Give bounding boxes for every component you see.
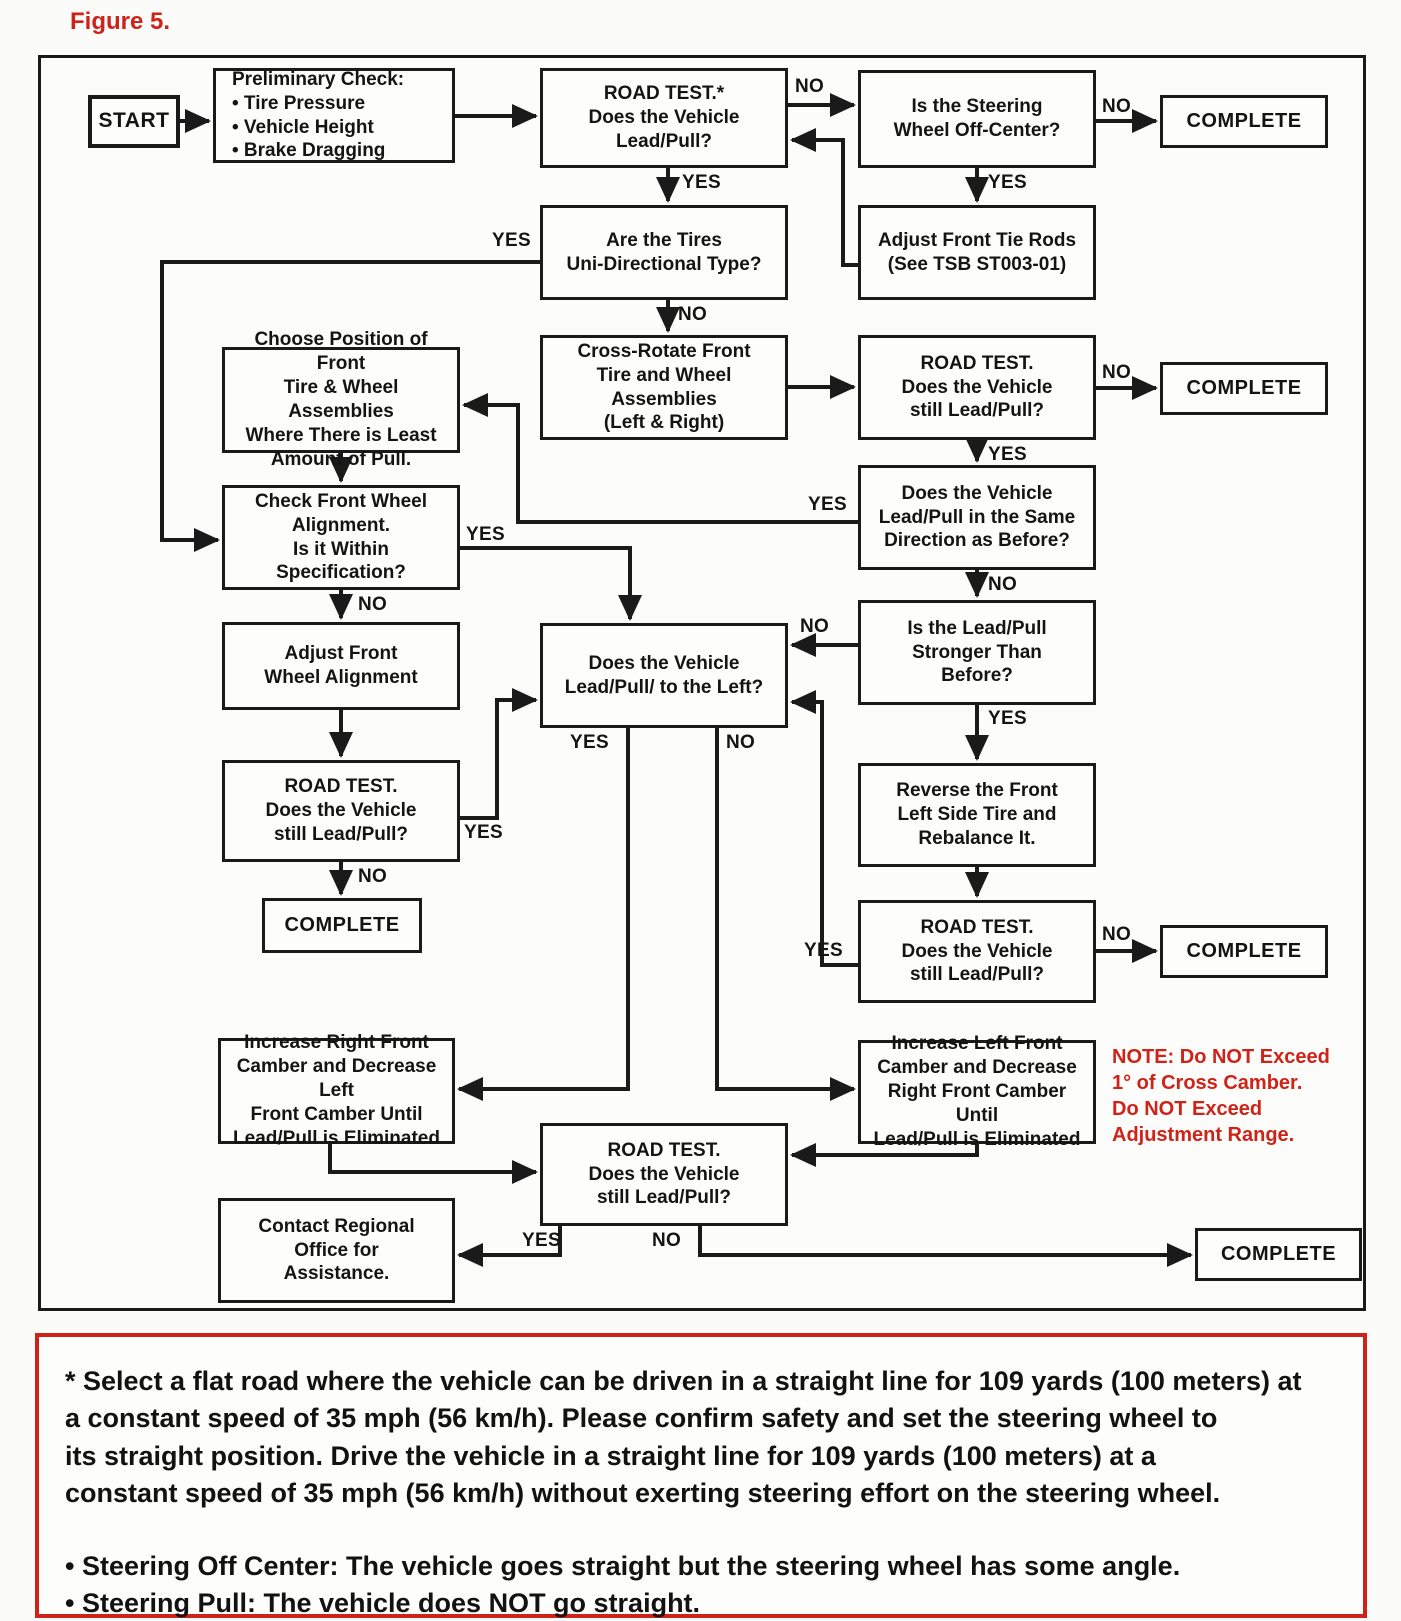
node-road-test-4: ROAD TEST. Does the Vehicle still Lead/P… xyxy=(858,900,1096,1003)
node-stronger-than-before: Is the Lead/Pull Stronger Than Before? xyxy=(858,600,1096,705)
cross-camber-note: NOTE: Do NOT Exceed 1° of Cross Camber. … xyxy=(1112,1046,1330,1146)
edge-label-no: NO xyxy=(726,732,756,753)
node-road-test-2: ROAD TEST. Does the Vehicle still Lead/P… xyxy=(858,335,1096,440)
definitions-list: • Steering Off Center: The vehicle goes … xyxy=(65,1548,1337,1621)
edge-label-yes: YES xyxy=(808,494,847,515)
node-road-test-5: ROAD TEST. Does the Vehicle still Lead/P… xyxy=(540,1123,788,1226)
node-increase-left-camber: Increase Left Front Camber and Decrease … xyxy=(858,1033,1096,1150)
node-complete-1: COMPLETE xyxy=(1160,95,1328,148)
edge-label-no: NO xyxy=(1102,924,1132,945)
edge-label-yes: YES xyxy=(804,940,843,961)
node-same-direction: Does the Vehicle Lead/Pull in the Same D… xyxy=(858,465,1096,570)
edge-label-yes: YES xyxy=(988,708,1027,729)
node-increase-right-camber: Increase Right Front Camber and Decrease… xyxy=(218,1032,455,1149)
node-complete-5: COMPLETE xyxy=(1195,1228,1362,1281)
node-road-test-3: ROAD TEST. Does the Vehicle still Lead/P… xyxy=(222,760,460,862)
edge-label-no: NO xyxy=(358,594,388,615)
edge-label-no: NO xyxy=(652,1230,682,1251)
edge-label-no: NO xyxy=(1102,362,1132,383)
node-contact-regional-office: Contact Regional Office for Assistance. xyxy=(218,1198,455,1303)
edge-label-no: NO xyxy=(800,616,830,637)
edge-label-yes: YES xyxy=(466,524,505,545)
node-choose-position: Choose Position of Front Tire & Wheel As… xyxy=(222,329,460,470)
node-start: START xyxy=(88,95,180,148)
node-lead-pull-left: Does the Vehicle Lead/Pull/ to the Left? xyxy=(540,623,788,728)
edge-label-yes: YES xyxy=(682,172,721,193)
edge-label-yes: YES xyxy=(988,444,1027,465)
edge-label-no: NO xyxy=(678,304,708,325)
node-preliminary-check: Preliminary Check: • Tire Pressure • Veh… xyxy=(213,68,455,163)
edge-label-no: NO xyxy=(358,866,388,887)
edge-label-yes: YES xyxy=(570,732,609,753)
footnote-box: * Select a flat road where the vehicle c… xyxy=(35,1333,1367,1618)
node-complete-2: COMPLETE xyxy=(1160,362,1328,415)
node-steering-off-center: Is the Steering Wheel Off-Center? xyxy=(858,70,1096,168)
edge-label-yes: YES xyxy=(988,172,1027,193)
node-check-alignment: Check Front Wheel Alignment. Is it Withi… xyxy=(222,485,460,590)
definition-steering-off-center: • Steering Off Center: The vehicle goes … xyxy=(65,1551,1181,1581)
edge-label-no: NO xyxy=(1102,96,1132,117)
node-road-test-1: ROAD TEST.* Does the Vehicle Lead/Pull? xyxy=(540,68,788,168)
node-adjust-tie-rods: Adjust Front Tie Rods (See TSB ST003-01) xyxy=(858,205,1096,300)
road-test-footnote: * Select a flat road where the vehicle c… xyxy=(65,1366,1302,1508)
node-reverse-left-tire: Reverse the Front Left Side Tire and Reb… xyxy=(858,763,1096,867)
figure-caption: Figure 5. xyxy=(70,8,171,35)
edge-label-no: NO xyxy=(795,76,825,97)
edge-label-yes: YES xyxy=(522,1230,561,1251)
edge-label-yes: YES xyxy=(492,230,531,251)
edge-label-yes: YES xyxy=(464,822,503,843)
edge-label-no: NO xyxy=(988,574,1018,595)
node-cross-rotate: Cross-Rotate Front Tire and Wheel Assemb… xyxy=(540,335,788,440)
definition-steering-pull: • Steering Pull: The vehicle does NOT go… xyxy=(65,1588,701,1619)
node-complete-3: COMPLETE xyxy=(1160,925,1328,978)
node-unidirectional-tires: Are the Tires Uni-Directional Type? xyxy=(540,205,788,300)
node-complete-4: COMPLETE xyxy=(262,898,422,953)
node-adjust-alignment: Adjust Front Wheel Alignment xyxy=(222,622,460,710)
